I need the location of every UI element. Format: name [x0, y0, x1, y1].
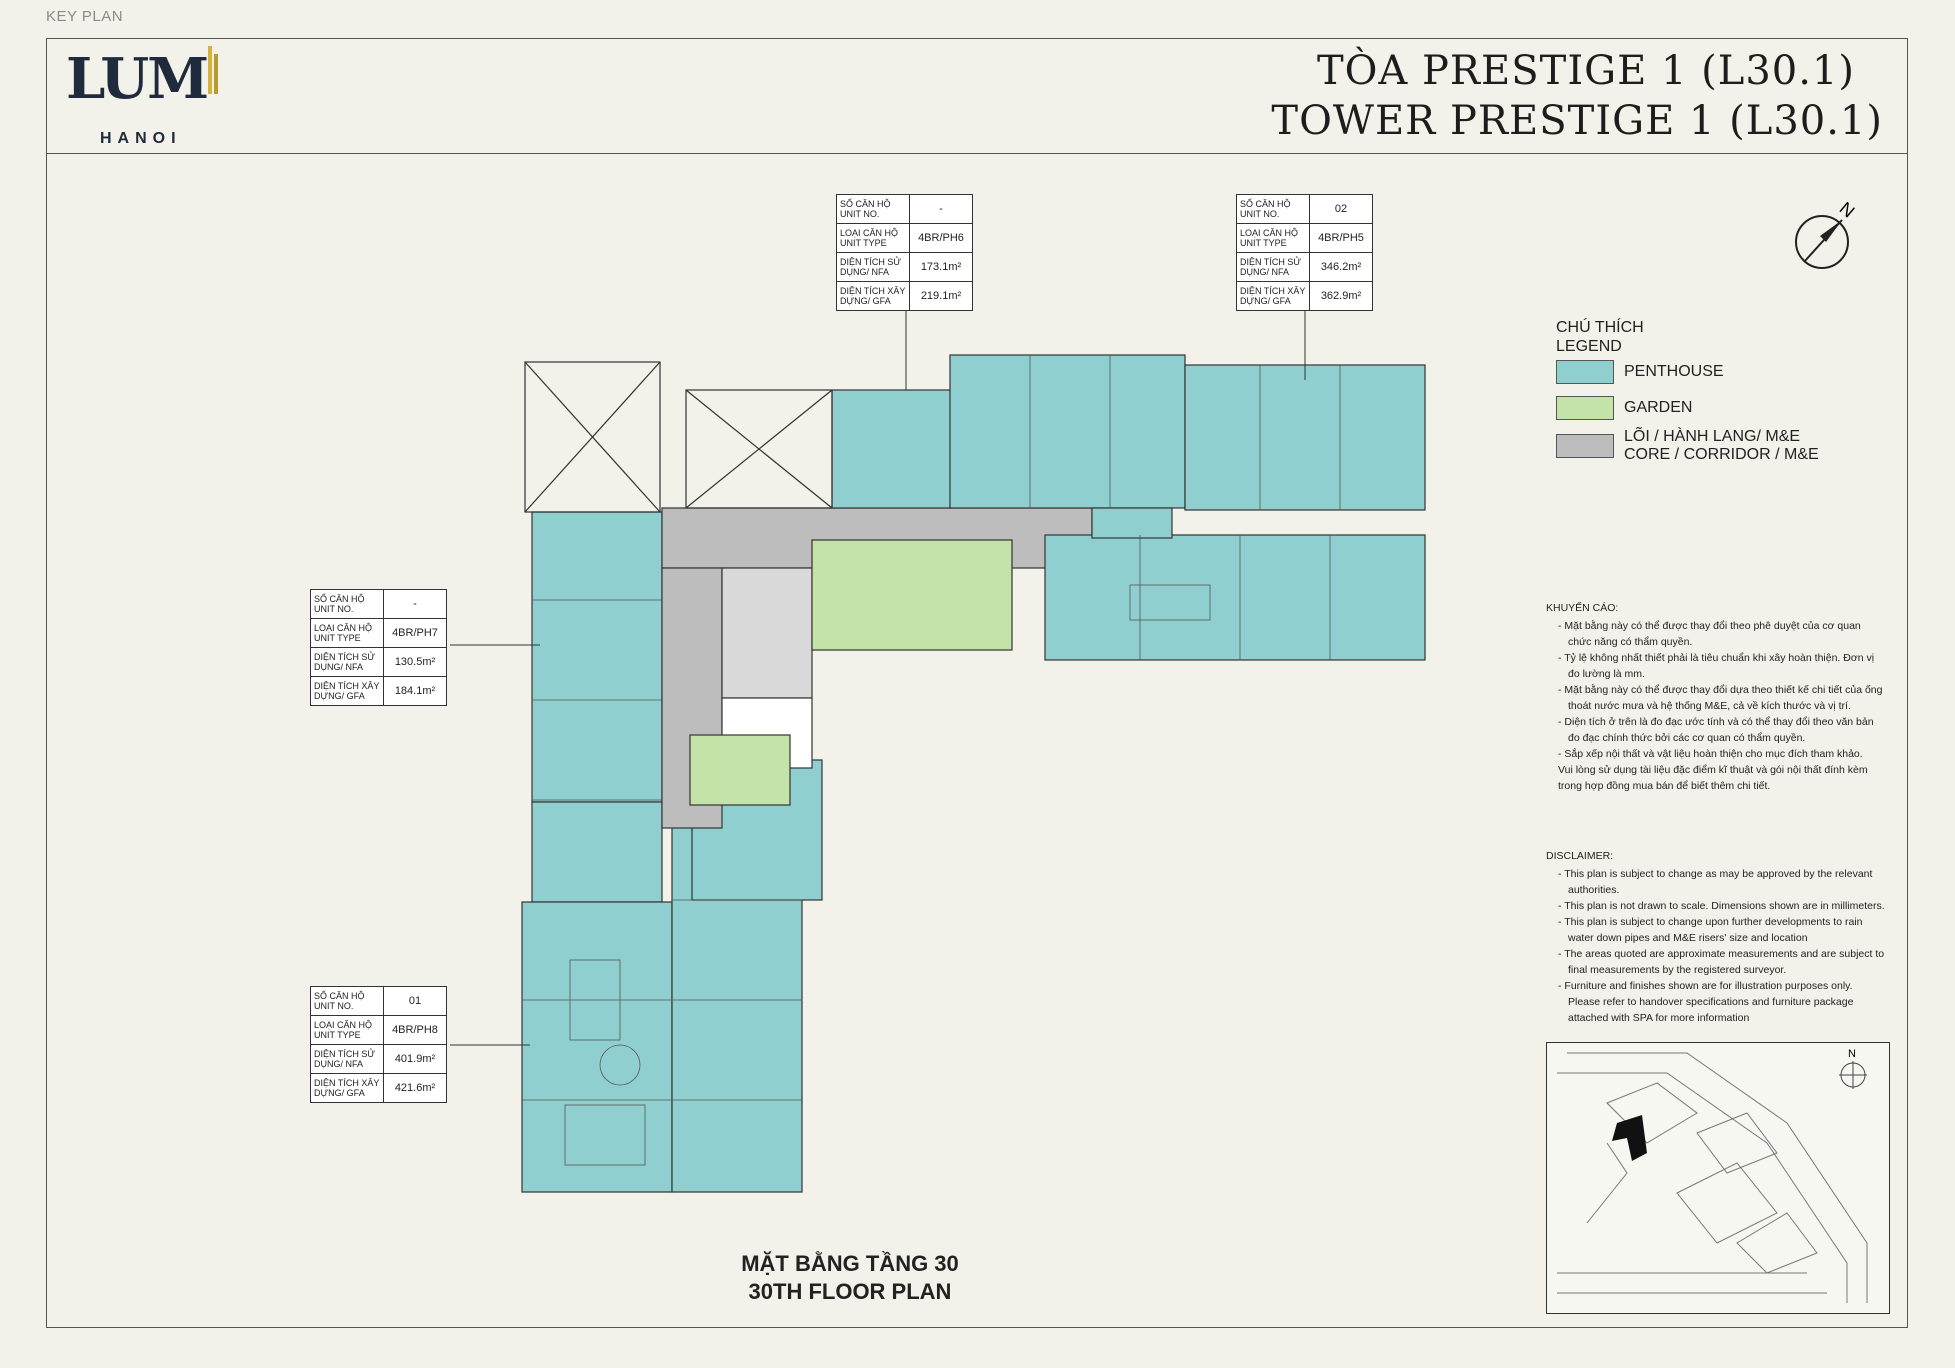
brand-city: HANOI	[100, 130, 182, 147]
unit-type-value: 4BR/PH7	[383, 618, 447, 648]
gfa-label: DIỆN TÍCH XÂY DỰNG/ GFA	[310, 676, 384, 706]
unit-type-label: LOẠI CĂN HỘ UNIT TYPE	[1236, 223, 1310, 253]
legend-title: CHÚ THÍCH LEGEND	[1556, 318, 1644, 356]
unit-no-value: -	[383, 589, 447, 619]
unit-info-ph5: SỐ CĂN HỘ UNIT NO.02 LOẠI CĂN HỘ UNIT TY…	[1236, 194, 1373, 311]
disclaimer-en-item: - Furniture and finishes shown are for i…	[1558, 980, 1854, 1024]
gfa-value: 362.9m²	[1309, 281, 1373, 311]
title-vietnamese: TÒA PRESTIGE 1 (L30.1)	[1316, 48, 1855, 94]
unit-no-value: 02	[1309, 194, 1373, 224]
unit-no-label: SỐ CĂN HỘ UNIT NO.	[1236, 194, 1310, 224]
drawing-frame	[46, 38, 1908, 1328]
disclaimer-en-heading: DISCLAIMER:	[1546, 850, 1614, 862]
legend-item-penthouse: PENTHOUSE	[1556, 360, 1724, 384]
legend-swatch-penthouse	[1556, 360, 1614, 384]
unit-type-value: 4BR/PH8	[383, 1015, 447, 1045]
unit-type-value: 4BR/PH5	[1309, 223, 1373, 253]
unit-type-label: LOẠI CĂN HỘ UNIT TYPE	[310, 1015, 384, 1045]
unit-type-label: LOẠI CĂN HỘ UNIT TYPE	[310, 618, 384, 648]
nfa-label: DIỆN TÍCH SỬ DỤNG/ NFA	[310, 647, 384, 677]
unit-info-ph6: SỐ CĂN HỘ UNIT NO.- LOẠI CĂN HỘ UNIT TYP…	[836, 194, 973, 311]
north-arrow-icon: N	[1795, 198, 1859, 269]
nfa-value: 346.2m²	[1309, 252, 1373, 282]
disclaimer-vi-item: - Tỷ lệ không nhất thiết phải là tiêu ch…	[1558, 652, 1875, 680]
disclaimer-en-item: - This plan is subject to change upon fu…	[1558, 916, 1863, 944]
site-compass-n-label: N	[1848, 1048, 1856, 1060]
unit-type-label: LOẠI CĂN HỘ UNIT TYPE	[836, 223, 910, 253]
unit-no-label: SỐ CĂN HỘ UNIT NO.	[310, 986, 384, 1016]
disclaimer-vi-item: - Sắp xếp nội thất và vật liệu hoàn thiệ…	[1558, 748, 1863, 760]
floor-plan-caption: MẶT BẰNG TẦNG 30 30TH FLOOR PLAN	[700, 1250, 1000, 1306]
legend-item-core: LÕI / HÀNH LANG/ M&E CORE / CORRIDOR / M…	[1556, 428, 1819, 464]
logo-bars-icon	[208, 46, 222, 94]
legend-swatch-garden	[1556, 396, 1614, 420]
site-map-drawing: N	[1557, 1048, 1868, 1303]
gfa-label: DIỆN TÍCH XÂY DỰNG/ GFA	[1236, 281, 1310, 311]
legend-item-garden: GARDEN	[1556, 396, 1692, 420]
nfa-value: 401.9m²	[383, 1044, 447, 1074]
unit-no-value: -	[909, 194, 973, 224]
gfa-label: DIỆN TÍCH XÂY DỰNG/ GFA	[310, 1073, 384, 1103]
legend-label-core-en: CORE / CORRIDOR / M&E	[1624, 446, 1819, 463]
disclaimer-vi-item: - Diện tích ở trên là đo đạc ước tính và…	[1558, 716, 1874, 744]
legend-swatch-core	[1556, 434, 1614, 458]
nfa-label: DIỆN TÍCH SỬ DỤNG/ NFA	[1236, 252, 1310, 282]
nfa-value: 130.5m²	[383, 647, 447, 677]
legend-label-garden: GARDEN	[1624, 399, 1693, 416]
disclaimer-vi-item: - Mặt bằng này có thể được thay đổi dựa …	[1558, 684, 1883, 712]
nfa-label: DIỆN TÍCH SỬ DỤNG/ NFA	[836, 252, 910, 282]
nfa-value: 173.1m²	[909, 252, 973, 282]
legend-title-en: LEGEND	[1556, 338, 1622, 355]
unit-no-label: SỐ CĂN HỘ UNIT NO.	[836, 194, 910, 224]
disclaimer-en-item: - This plan is subject to change as may …	[1558, 868, 1873, 896]
disclaimer-vi-item: - Mặt bằng này có thể được thay đổi theo…	[1558, 620, 1861, 648]
unit-info-ph8: SỐ CĂN HỘ UNIT NO.01 LOẠI CĂN HỘ UNIT TY…	[310, 986, 447, 1103]
unit-info-ph7: SỐ CĂN HỘ UNIT NO.- LOẠI CĂN HỘ UNIT TYP…	[310, 589, 447, 706]
legend-label-core-vi: LÕI / HÀNH LANG/ M&E	[1624, 428, 1801, 445]
disclaimer-en-item: - The areas quoted are approximate measu…	[1558, 948, 1885, 976]
gfa-value: 184.1m²	[383, 676, 447, 706]
unit-no-value: 01	[383, 986, 447, 1016]
disclaimer-en-item: - This plan is not drawn to scale. Dimen…	[1558, 900, 1885, 912]
disclaimer-english: DISCLAIMER: - This plan is subject to ch…	[1546, 848, 1886, 1026]
disclaimer-vi-note: Vui lòng sử dụng tài liệu đặc điểm kĩ th…	[1558, 764, 1868, 792]
floor-caption-en: 30TH FLOOR PLAN	[748, 1279, 952, 1304]
title-english: TOWER PRESTIGE 1 (L30.1)	[1271, 98, 1883, 144]
nfa-label: DIỆN TÍCH SỬ DỤNG/ NFA	[310, 1044, 384, 1074]
legend-label-penthouse: PENTHOUSE	[1624, 363, 1724, 380]
header-divider	[46, 153, 1908, 154]
legend-title-vi: CHÚ THÍCH	[1556, 319, 1644, 336]
disclaimer-vi-heading: KHUYẾN CÁO:	[1546, 602, 1619, 614]
disclaimer-vietnamese: KHUYẾN CÁO: - Mặt bằng này có thể được t…	[1546, 600, 1886, 794]
key-plan-label: KEY PLAN	[46, 8, 124, 25]
unit-no-label: SỐ CĂN HỘ UNIT NO.	[310, 589, 384, 619]
gfa-label: DIỆN TÍCH XÂY DỰNG/ GFA	[836, 281, 910, 311]
brand-logo: LUM	[66, 46, 209, 112]
floor-caption-vi: MẶT BẰNG TẦNG 30	[741, 1251, 959, 1276]
gfa-value: 219.1m²	[909, 281, 973, 311]
gfa-value: 421.6m²	[383, 1073, 447, 1103]
site-key-plan: N	[1546, 1042, 1890, 1314]
unit-type-value: 4BR/PH6	[909, 223, 973, 253]
